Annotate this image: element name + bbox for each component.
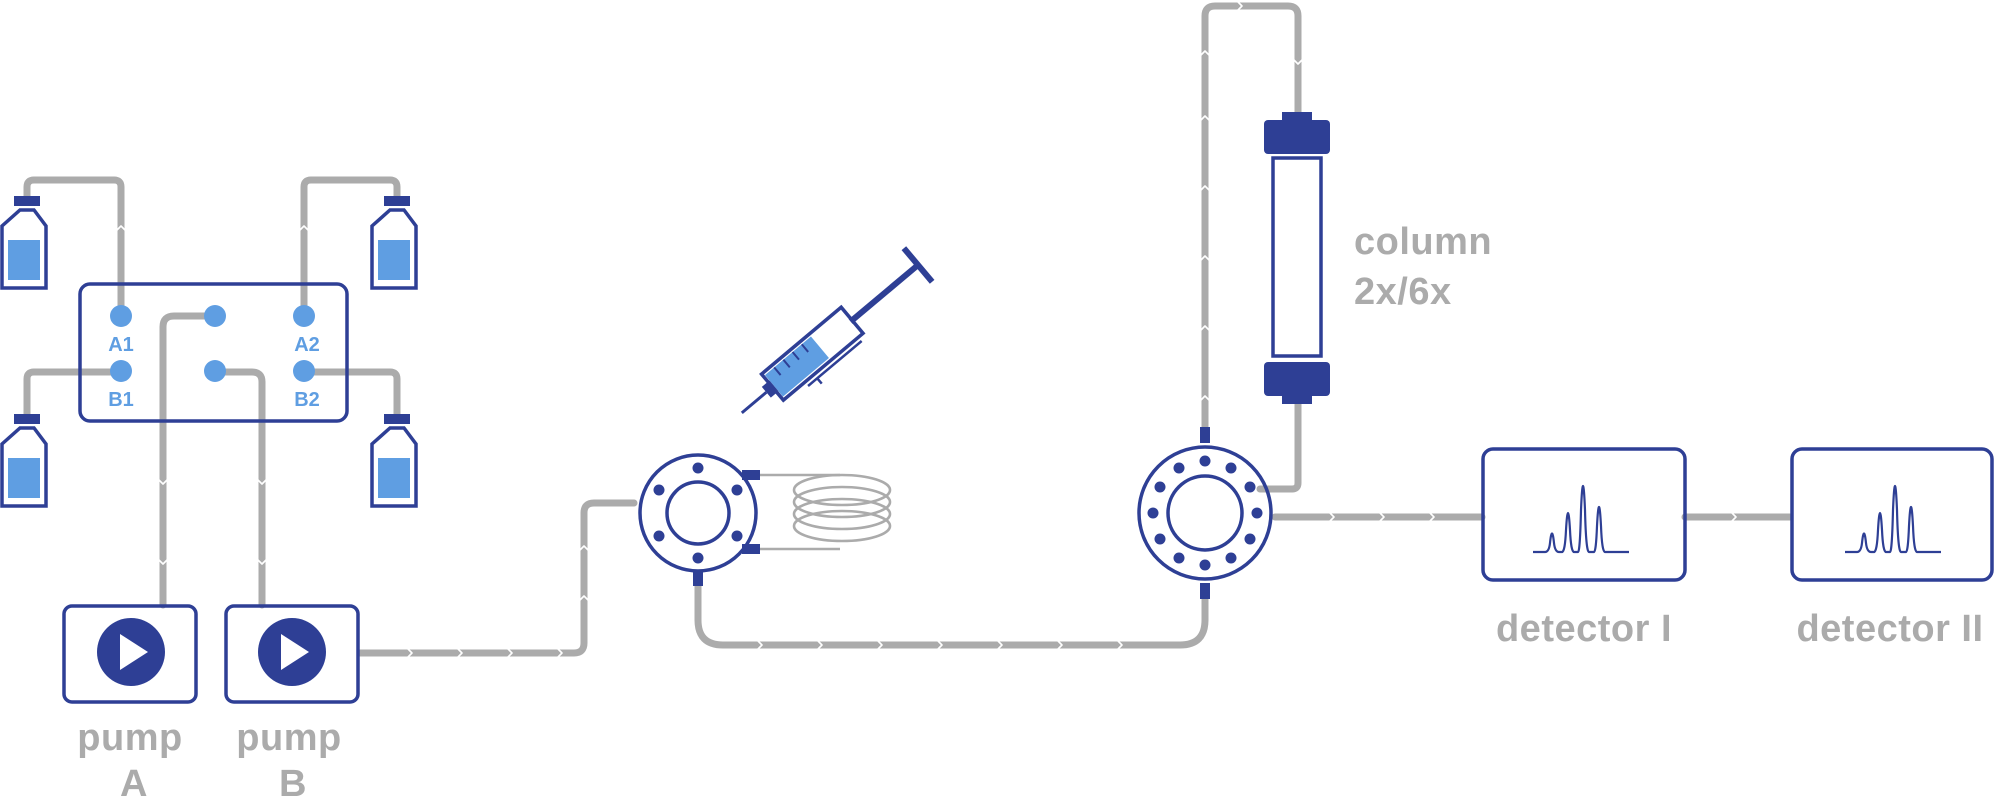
tube-injector-to-valve <box>694 576 1209 649</box>
flow-chevron <box>158 479 168 485</box>
detector-2 <box>1790 447 1994 582</box>
flow-chevron <box>579 595 589 601</box>
chromatogram-icon <box>1533 485 1629 554</box>
solvent-bottle-b2 <box>370 414 418 508</box>
tube-bottle-b1 <box>23 368 125 422</box>
flow-chevron <box>1117 640 1123 650</box>
flow-chevron <box>507 648 513 658</box>
tube-bottle-a1 <box>23 176 125 320</box>
flow-chevron <box>1237 1 1243 11</box>
tube-pump-to-injector <box>356 499 638 657</box>
port-a1 <box>110 305 132 327</box>
flow-chevron <box>757 640 763 650</box>
tube-column-bottom-to-valve <box>1256 398 1302 493</box>
pump-b-letter: B <box>279 763 307 800</box>
flow-chevron <box>1200 115 1210 121</box>
column-size-label: 2x/6x <box>1354 271 1452 313</box>
pump-a-letter: A <box>120 763 148 800</box>
syringe-icon <box>740 246 935 414</box>
flow-chevron <box>299 225 309 231</box>
tube-bottle-b2 <box>300 368 401 422</box>
flow-chevron <box>257 559 267 565</box>
injector-valve <box>638 453 760 586</box>
flow-chevron <box>1200 325 1210 331</box>
tube-pump-a-inlet <box>159 312 219 609</box>
flow-chevron <box>257 479 267 485</box>
flow-chevron <box>1731 512 1737 522</box>
pump-a-label: pump <box>77 717 182 759</box>
pump-b-label: pump <box>236 717 341 759</box>
flow-chevron <box>116 225 126 231</box>
port-label-a1: A1 <box>108 334 134 356</box>
flow-chevron <box>1329 512 1335 522</box>
pump-a <box>62 604 198 704</box>
sample-loop-coil <box>760 473 892 551</box>
solvent-bottle-b1 <box>0 414 48 508</box>
detector-1 <box>1481 447 1687 582</box>
port-pump-b-outlet <box>204 360 226 382</box>
flow-chevron <box>158 559 168 565</box>
tube-pump-b-inlet <box>211 368 266 609</box>
chromatogram-icon <box>1845 485 1941 554</box>
column-label: column <box>1354 221 1492 263</box>
flow-chevron <box>997 640 1003 650</box>
pump-b <box>224 604 360 704</box>
flow-chevron <box>457 648 463 658</box>
flow-chevron <box>1429 512 1435 522</box>
port-b1 <box>110 360 132 382</box>
port-pump-a-outlet <box>204 305 226 327</box>
port-a2 <box>293 305 315 327</box>
solvent-bottle-a2 <box>370 196 418 290</box>
play-icon <box>281 634 309 670</box>
column <box>1264 112 1330 404</box>
port-label-b1: B1 <box>108 389 134 411</box>
play-icon <box>120 634 148 670</box>
flow-chevron <box>1200 255 1210 261</box>
flow-chevron <box>1293 59 1303 65</box>
port-label-b2: B2 <box>294 389 320 411</box>
tubing <box>23 2 1794 657</box>
flow-chevron <box>937 640 943 650</box>
port-b2 <box>293 360 315 382</box>
column-switching-valve <box>1137 427 1273 599</box>
flow-chevron <box>1379 512 1385 522</box>
tube-bottle-a2 <box>300 176 401 320</box>
flow-chevron <box>557 648 563 658</box>
solvent-selection-valve: A1 A2 B1 B2 <box>78 282 349 423</box>
port-label-a2: A2 <box>294 334 320 356</box>
flow-chevron <box>579 545 589 551</box>
flow-chevron <box>817 640 823 650</box>
solvent-bottle-a1 <box>0 196 48 290</box>
flow-direction-marks <box>116 1 1737 658</box>
flow-chevron <box>1200 185 1210 191</box>
detector-1-label: detector I <box>1496 608 1672 650</box>
flow-chevron <box>877 640 883 650</box>
flow-chevron <box>1057 640 1063 650</box>
tube-valve-to-column-top <box>1201 2 1302 436</box>
detector-2-label: detector II <box>1796 608 1983 650</box>
flow-chevron <box>1200 50 1210 56</box>
flow-chevron <box>1200 395 1210 401</box>
flow-chevron <box>407 648 413 658</box>
